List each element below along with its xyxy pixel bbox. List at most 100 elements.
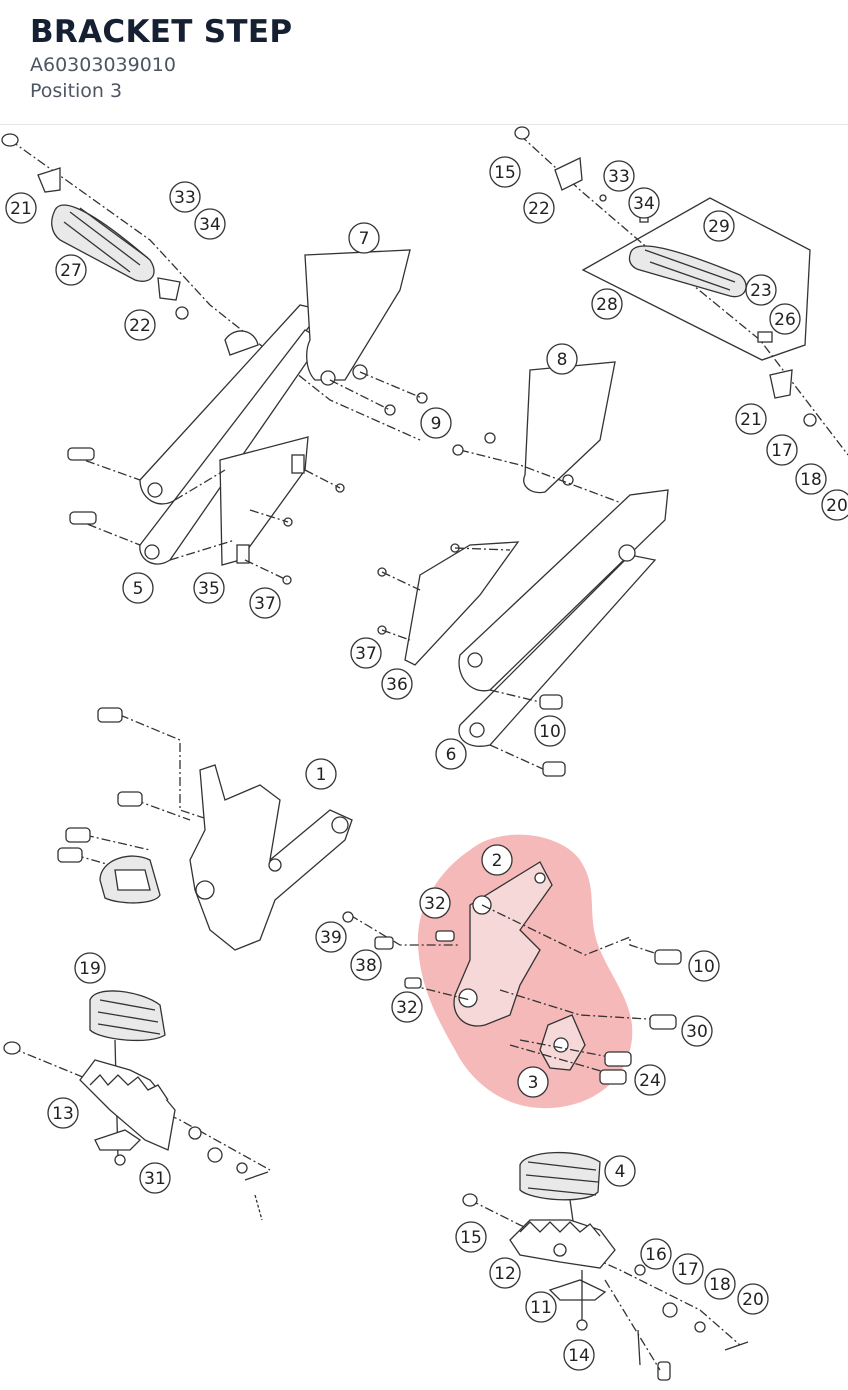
page-header: BRACKET STEP A60303039010 Position 3: [0, 0, 848, 125]
callout-number: 18: [709, 1275, 731, 1295]
callout-2[interactable]: 2: [481, 844, 513, 876]
callout-11[interactable]: 11: [525, 1291, 557, 1323]
callout-39[interactable]: 39: [315, 921, 347, 953]
callout-number: 20: [742, 1290, 764, 1310]
callout-number: 21: [10, 199, 32, 219]
callout-20[interactable]: 20: [737, 1283, 769, 1315]
callout-37[interactable]: 37: [350, 637, 382, 669]
callout-number: 27: [60, 261, 82, 281]
callout-29[interactable]: 29: [703, 210, 735, 242]
callout-number: 2: [492, 851, 503, 871]
callout-34[interactable]: 34: [194, 208, 226, 240]
callout-19[interactable]: 19: [74, 952, 106, 984]
callout-23[interactable]: 23: [745, 274, 777, 306]
callout-number: 16: [645, 1245, 667, 1265]
callout-35[interactable]: 35: [193, 572, 225, 604]
callout-number: 36: [386, 675, 408, 695]
callout-number: 5: [133, 579, 144, 599]
callout-number: 31: [144, 1169, 166, 1189]
callout-16[interactable]: 16: [640, 1238, 672, 1270]
callout-18[interactable]: 18: [704, 1268, 736, 1300]
callout-number: 7: [359, 229, 370, 249]
callout-38[interactable]: 38: [350, 949, 382, 981]
callout-26[interactable]: 26: [769, 303, 801, 335]
callout-number: 3: [528, 1073, 539, 1093]
callout-number: 37: [355, 644, 377, 664]
callout-27[interactable]: 27: [55, 254, 87, 286]
callout-number: 8: [557, 350, 568, 370]
callout-number: 22: [129, 316, 151, 336]
callout-14[interactable]: 14: [563, 1339, 595, 1371]
bracket-step-assembly: [342, 861, 682, 1085]
callout-number: 33: [174, 188, 196, 208]
callout-34[interactable]: 34: [628, 187, 660, 219]
callout-number: 32: [424, 894, 446, 914]
callout-15[interactable]: 15: [489, 156, 521, 188]
callout-number: 6: [446, 745, 457, 765]
callout-number: 18: [800, 470, 822, 490]
callout-number: 34: [199, 215, 221, 235]
part-title: BRACKET STEP: [30, 14, 293, 50]
callout-6[interactable]: 6: [435, 738, 467, 770]
callout-37[interactable]: 37: [249, 587, 281, 619]
callout-24[interactable]: 24: [634, 1064, 666, 1096]
callout-number: 33: [608, 167, 630, 187]
callout-number: 12: [494, 1264, 516, 1284]
callout-number: 34: [633, 194, 655, 214]
callout-number: 1: [316, 765, 327, 785]
callout-10[interactable]: 10: [534, 715, 566, 747]
callout-number: 28: [596, 295, 618, 315]
callout-number: 21: [740, 410, 762, 430]
callout-number: 10: [693, 957, 715, 977]
callout-20[interactable]: 20: [821, 489, 848, 521]
position-label: Position 3: [30, 80, 123, 102]
callout-8[interactable]: 8: [546, 343, 578, 375]
callout-number: 10: [539, 722, 561, 742]
callout-number: 11: [530, 1298, 552, 1318]
right-footpeg-detail: [514, 126, 848, 456]
callout-5[interactable]: 5: [122, 572, 154, 604]
callout-36[interactable]: 36: [381, 668, 413, 700]
callout-number: 22: [528, 199, 550, 219]
callout-3[interactable]: 3: [517, 1066, 549, 1098]
callout-33[interactable]: 33: [169, 181, 201, 213]
callout-13[interactable]: 13: [47, 1097, 79, 1129]
callout-28[interactable]: 28: [591, 288, 623, 320]
callout-number: 24: [639, 1071, 661, 1091]
callout-22[interactable]: 22: [523, 192, 555, 224]
part-number: A60303039010: [30, 54, 176, 76]
callout-17[interactable]: 17: [672, 1253, 704, 1285]
callout-32[interactable]: 32: [391, 991, 423, 1023]
callout-number: 29: [708, 217, 730, 237]
callout-number: 23: [750, 281, 772, 301]
callout-7[interactable]: 7: [348, 222, 380, 254]
callout-9[interactable]: 9: [420, 407, 452, 439]
callout-21[interactable]: 21: [5, 192, 37, 224]
callout-number: 26: [774, 310, 796, 330]
callout-12[interactable]: 12: [489, 1257, 521, 1289]
callout-4[interactable]: 4: [604, 1155, 636, 1187]
left-front-footrest-assembly: [57, 707, 353, 951]
callout-number: 32: [396, 998, 418, 1018]
callout-22[interactable]: 22: [124, 309, 156, 341]
callout-18[interactable]: 18: [795, 463, 827, 495]
callout-32[interactable]: 32: [419, 887, 451, 919]
callout-15[interactable]: 15: [455, 1221, 487, 1253]
left-rear-footrest-assembly: [1, 133, 428, 585]
callout-33[interactable]: 33: [603, 160, 635, 192]
callout-30[interactable]: 30: [681, 1015, 713, 1047]
callout-21[interactable]: 21: [735, 403, 767, 435]
callout-number: 15: [494, 163, 516, 183]
callout-31[interactable]: 31: [139, 1162, 171, 1194]
left-footpeg-assembly: [3, 990, 271, 1221]
callout-10[interactable]: 10: [688, 950, 720, 982]
callout-number: 38: [355, 956, 377, 976]
right-footpeg-assembly: [462, 1151, 749, 1381]
callout-number: 4: [615, 1162, 626, 1182]
callout-number: 19: [79, 959, 101, 979]
callout-number: 13: [52, 1104, 74, 1124]
callout-17[interactable]: 17: [766, 434, 798, 466]
callout-1[interactable]: 1: [305, 758, 337, 790]
callout-number: 9: [431, 414, 442, 434]
